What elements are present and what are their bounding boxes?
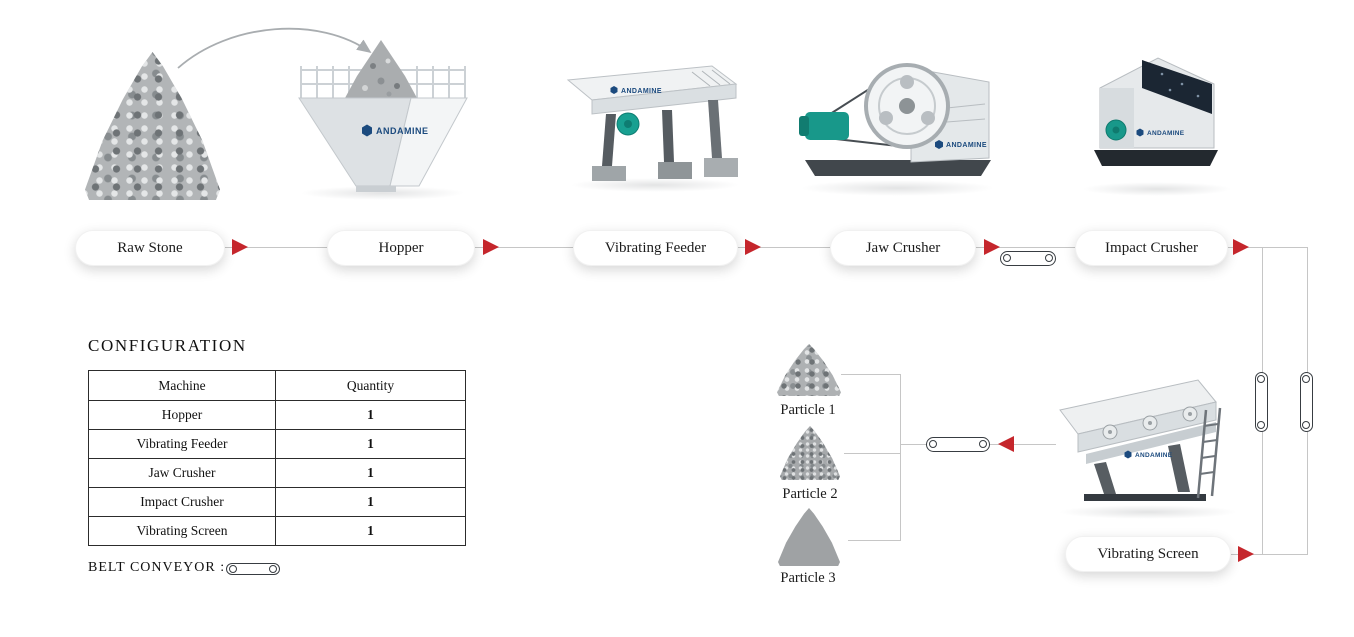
connector-line — [900, 374, 901, 541]
hopper-shadow — [300, 186, 465, 200]
machine-cell: Vibrating Feeder — [88, 429, 276, 459]
belt-conveyor-icon — [926, 437, 990, 452]
belt-conveyor-icon — [1000, 251, 1056, 266]
particle-1-label: Particle 1 — [780, 402, 836, 418]
machine-cell: Vibrating Screen — [88, 516, 276, 546]
andamine-logo-icon — [362, 124, 372, 137]
belt-conveyor-icon — [226, 563, 280, 575]
stage-label-hopper: Hopper — [327, 230, 475, 266]
vibrating-feeder-image: ANDAMINE — [566, 65, 738, 181]
quantity-cell: 1 — [275, 516, 466, 546]
table-header-row: Machine Quantity — [88, 370, 466, 401]
configuration-title: CONFIGURATION — [88, 336, 247, 355]
stage-label-vibrating-feeder: Vibrating Feeder — [573, 230, 738, 266]
stage-label-vibrating-screen: Vibrating Screen — [1065, 536, 1231, 572]
flow-arrow-icon — [998, 436, 1014, 452]
quantity-cell: 1 — [275, 400, 466, 430]
brand-text: ANDAMINE — [376, 126, 429, 136]
particle-1-image — [777, 344, 841, 396]
belt-conveyor-legend: BELT CONVEYOR : — [88, 560, 225, 576]
andamine-logo: ANDAMINE — [362, 124, 429, 137]
table-row: Impact Crusher 1 — [88, 487, 466, 517]
andamine-logo-icon — [1136, 128, 1144, 137]
andamine-logo: ANDAMINE — [1136, 128, 1185, 137]
feeder-shadow — [570, 178, 740, 192]
andamine-logo: ANDAMINE — [610, 86, 662, 95]
andamine-logo: ANDAMINE — [935, 140, 987, 149]
flow-arrow-icon — [483, 239, 499, 255]
andamine-logo-icon — [1124, 450, 1132, 459]
flow-arrow-icon — [1233, 239, 1249, 255]
connector-line — [844, 453, 900, 454]
jaw-crusher-image: ANDAMINE — [799, 63, 991, 176]
connector-line — [976, 247, 1075, 248]
particle-3-image — [778, 508, 840, 566]
connector-line — [738, 247, 830, 248]
stage-label-impact-crusher: Impact Crusher — [1075, 230, 1228, 266]
flow-arrow-icon — [232, 239, 248, 255]
machine-cell: Impact Crusher — [88, 487, 276, 517]
stage-label-raw-stone: Raw Stone — [75, 230, 225, 266]
quantity-cell: 1 — [275, 458, 466, 488]
connector-line — [475, 247, 573, 248]
machine-cell: Hopper — [88, 400, 276, 430]
belt-conveyor-legend-label: BELT CONVEYOR : — [88, 560, 226, 575]
quantity-cell: 1 — [275, 487, 466, 517]
flow-arrow-icon — [984, 239, 1000, 255]
screen-shadow — [1058, 505, 1238, 519]
column-header-quantity: Quantity — [275, 370, 466, 401]
table-row: Jaw Crusher 1 — [88, 458, 466, 488]
brand-text: ANDAMINE — [1147, 130, 1185, 137]
table-row: Vibrating Feeder 1 — [88, 429, 466, 459]
curved-flow-arrow-icon — [177, 27, 372, 69]
column-header-machine: Machine — [88, 370, 276, 401]
brand-text: ANDAMINE — [1135, 452, 1173, 459]
connector-line — [848, 540, 900, 541]
particle-2-label: Particle 2 — [782, 486, 838, 502]
impact-crusher-image: ANDAMINE — [1094, 57, 1218, 166]
connector-line — [225, 247, 327, 248]
quantity-cell: 1 — [275, 429, 466, 459]
particle-2-image — [780, 426, 840, 480]
belt-conveyor-icon — [1255, 372, 1268, 432]
stage-label-jaw-crusher: Jaw Crusher — [830, 230, 976, 266]
connector-line — [841, 374, 900, 375]
connector-line — [1228, 247, 1308, 248]
jaw-crusher-shadow — [800, 180, 995, 196]
flow-arrow-icon — [745, 239, 761, 255]
connector-line — [1231, 554, 1308, 555]
flow-arrow-icon — [1238, 546, 1254, 562]
andamine-logo-icon — [935, 140, 943, 149]
andamine-logo-icon — [610, 86, 618, 94]
vibrating-screen-image: ANDAMINE — [1059, 379, 1222, 501]
configuration-table: Machine Quantity Hopper 1 Vibrating Feed… — [88, 370, 466, 546]
table-row: Vibrating Screen 1 — [88, 516, 466, 546]
machine-cell: Jaw Crusher — [88, 458, 276, 488]
brand-text: ANDAMINE — [621, 88, 662, 95]
table-row: Hopper 1 — [88, 400, 466, 430]
andamine-logo: ANDAMINE — [1124, 450, 1173, 459]
belt-conveyor-icon — [1300, 372, 1313, 432]
hopper-image: ANDAMINE — [298, 40, 468, 192]
impact-crusher-shadow — [1082, 182, 1232, 196]
particle-3-label: Particle 3 — [780, 570, 836, 586]
brand-text: ANDAMINE — [946, 142, 987, 149]
